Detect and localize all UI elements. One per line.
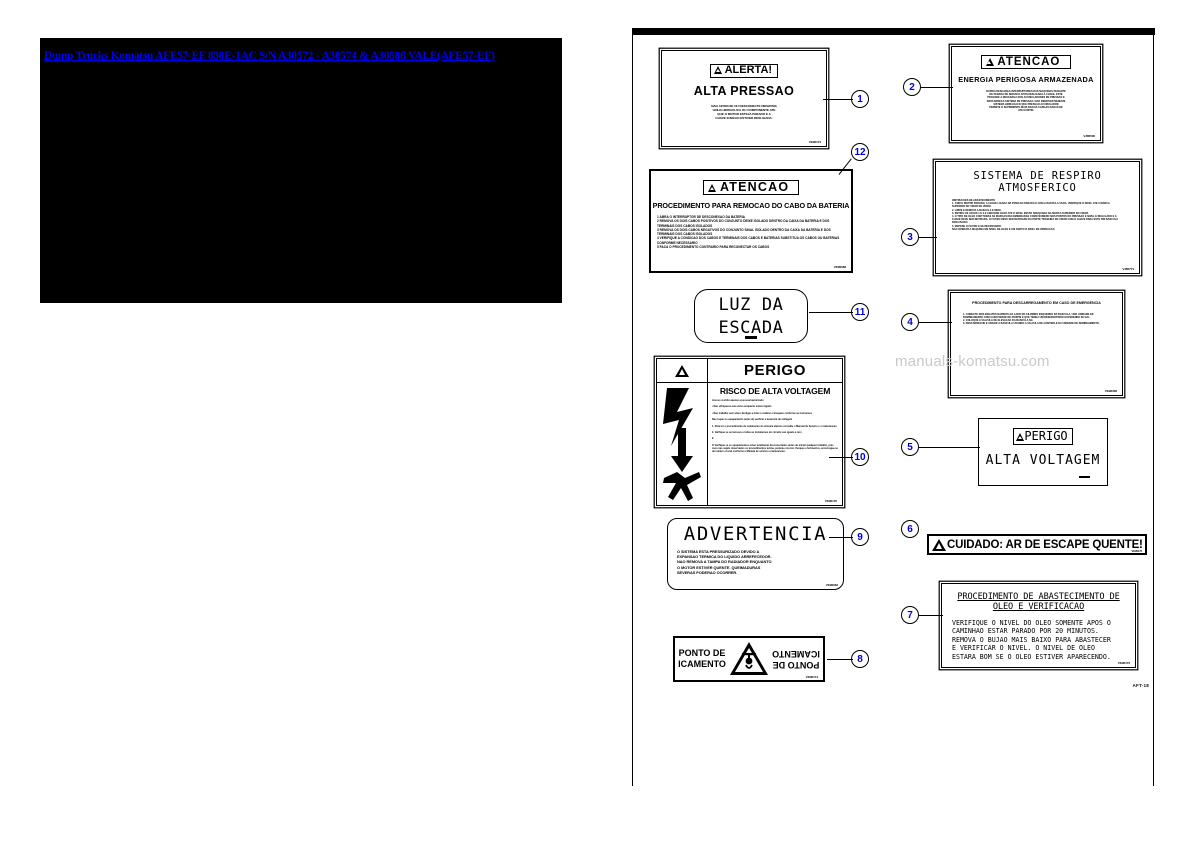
decal-3-body: INSTRUCOES DE ABASTECIMENTO 1. COM O MOT…: [952, 199, 1118, 231]
decal-1-alta-pressao[interactable]: ALERTA! ALTA PRESSAO NAO AFROUXE OU DESC…: [661, 50, 827, 147]
decal-10-subject: RISCO DE ALTA VOLTAGEM: [719, 386, 831, 396]
decal-3-sistema-respiro[interactable]: SISTEMA DE RESPIRO ATMOSFERICO INSTRUCOE…: [935, 161, 1140, 274]
decal-2-body: RAPIDA DESCARGA INTERRUPTORES DAS MAQUIN…: [986, 90, 1066, 113]
decal-1-header-box: ALERTA!: [709, 64, 779, 78]
decal-4-part-no: VK90366: [1104, 389, 1117, 393]
decal-8-ponto-icamento[interactable]: PONTO DE ICAMENTO PONTO DE ICAMENTO VK90…: [673, 636, 825, 682]
callout-balloon-5[interactable]: 5: [901, 438, 919, 456]
decal-4-subject: PROCEDIMENTO PARA DESCARREGAMENTO EM CAS…: [972, 301, 1101, 305]
page-top-rule: [633, 28, 1155, 35]
callout-balloon-3[interactable]: 3: [901, 228, 919, 246]
decal-7-abastecimento-oleo[interactable]: PROCEDIMENTO DE ABASTECIMENTO DE OLEO E …: [941, 583, 1136, 668]
leader-line-9: [829, 537, 853, 539]
decal-12-part-no: VK90068: [833, 265, 846, 269]
decal-2-energia-perigosa[interactable]: ATENCAO ENERGIA PERIGOSA ARMAZENADA RAPI…: [951, 46, 1101, 141]
decal-10-header-strip: PERIGO: [657, 359, 842, 383]
leader-line-7: [919, 615, 943, 617]
warning-triangle-icon: [1016, 433, 1025, 441]
decal-9-body: O SISTEMA ESTA PRESSURIZADO DEVIDO A EXP…: [677, 549, 772, 575]
decal-12-body: 1 ABRA O INTERRUPTOR DE DESCONEXAO DA BA…: [657, 215, 840, 250]
decal-2-subject: ENERGIA PERIGOSA ARMAZENADA: [958, 75, 1094, 84]
decal-4-body: 1. CONECTE DOS ENGATES RAPIDOS AO LADO D…: [963, 312, 1100, 326]
warning-triangle-icon: [707, 184, 716, 192]
callout-balloon-8[interactable]: 8: [851, 650, 869, 668]
decal-11-luz-da-escada[interactable]: LUZ DA ESCADA: [694, 289, 808, 343]
decal-7-subject: PROCEDIMENTO DE ABASTECIMENTO DE OLEO E …: [957, 592, 1120, 612]
decal-3-subject: SISTEMA DE RESPIRO ATMOSFERICO: [973, 170, 1102, 194]
decal-1-body: NAO AFROUXE OU DESCONECTE NENHUMA LINHA …: [711, 104, 777, 120]
callout-balloon-6[interactable]: 6: [901, 520, 919, 538]
warning-triangle-icon: [932, 538, 946, 551]
electrocution-pictogram: [657, 383, 708, 505]
document-preview-panel: Dump Trucks Komatsu AFE57-EF 830E-1AC S/…: [40, 38, 562, 303]
decal-6-part-no: VK90175: [1131, 550, 1142, 553]
warning-triangle-icon: [985, 58, 994, 66]
callout-balloon-2[interactable]: 2: [903, 78, 921, 96]
callout-balloon-1[interactable]: 1: [851, 90, 869, 108]
document-title-link[interactable]: Dump Trucks Komatsu AFE57-EF 830E-1AC S/…: [44, 50, 495, 62]
decal-11-part-mark: [745, 336, 757, 339]
decal-12-header-box: ATENCAO: [702, 180, 800, 196]
callout-balloon-10[interactable]: 10: [851, 448, 869, 466]
decal-4-descarregamento-emergencia[interactable]: PROCEDIMENTO PARA DESCARREGAMENTO EM CAS…: [950, 292, 1123, 396]
decal-12-subject: PROCEDIMENTO PARA REMOCAO DO CABO DA BAT…: [652, 201, 850, 210]
leader-line-1: [823, 99, 853, 101]
decal-8-subject: PONTO DE ICAMENTO: [678, 648, 726, 669]
decal-9-advertencia[interactable]: ADVERTENCIA O SISTEMA ESTA PRESSURIZADO …: [667, 518, 844, 590]
decal-10-body: Acesso restrito apenas a pessoal autoriz…: [712, 399, 838, 454]
leader-line-8: [827, 659, 853, 661]
parts-diagram-page: manuals-komatsu.com AFT-18 ALERTA! ALTA …: [632, 28, 1155, 786]
leader-line-11: [809, 312, 853, 314]
decal-10-header: PERIGO: [744, 362, 806, 379]
lifting-hook-triangle-icon: [730, 642, 768, 675]
callout-balloon-9[interactable]: 9: [851, 528, 869, 546]
decal-5-subject: ALTA VOLTAGEM: [985, 453, 1101, 468]
callout-balloon-11[interactable]: 11: [851, 303, 869, 321]
decal-12-remocao-cabo-bateria[interactable]: ATENCAO PROCEDIMENTO PARA REMOCAO DO CAB…: [649, 169, 853, 273]
callout-balloon-7[interactable]: 7: [901, 606, 919, 624]
leader-line-5: [919, 447, 980, 449]
decal-1-subject: ALTA PRESSAO: [693, 84, 795, 98]
decal-1-part-no: VK90174: [808, 140, 821, 144]
decal-11-subject: LUZ DA ESCADA: [718, 295, 784, 338]
decal-9-part-no: VK90062: [825, 583, 838, 587]
decal-5-header-box: PERIGO: [1013, 428, 1073, 445]
warning-triangle-icon: [713, 66, 722, 74]
leader-line-2: [921, 87, 953, 89]
decal-3-part-no: VJ85771: [1122, 267, 1134, 271]
leader-line-3: [919, 237, 937, 239]
decal-5-alta-voltagem[interactable]: PERIGO ALTA VOLTAGEM: [978, 418, 1108, 486]
callout-balloon-12[interactable]: 12: [851, 143, 869, 161]
decal-2-header-box: ATENCAO: [980, 55, 1072, 70]
decal-5-underscore-mark: [1079, 476, 1090, 478]
callout-balloon-4[interactable]: 4: [901, 313, 919, 331]
decal-7-part-no: VK90173: [1117, 661, 1130, 665]
decal-10-part-no: VK90170: [824, 499, 837, 503]
warning-triangle-icon: [675, 364, 689, 377]
decal-6-ar-escape-quente[interactable]: CUIDADO: AR DE ESCAPE QUENTE! VK90175: [927, 534, 1147, 555]
page-code: AFT-18: [1132, 683, 1149, 688]
decal-2-part-no: VJ85500: [1083, 134, 1095, 138]
decal-8-subject-mirrored: PONTO DE ICAMENTO: [772, 649, 820, 670]
leader-line-4: [919, 322, 952, 324]
leader-line-10: [829, 457, 853, 459]
decal-6-subject: CUIDADO: AR DE ESCAPE QUENTE!: [947, 538, 1143, 551]
decal-8-part-no: VK90171: [805, 675, 818, 679]
decal-10-risco-alta-voltagem[interactable]: PERIGO RISCO DE ALTA VOLTAGEM Acesso res…: [656, 358, 843, 506]
decal-7-body: VERIFIQUE O NIVEL DO OLEO SOMENTE APOS O…: [952, 619, 1111, 661]
decal-9-header: ADVERTENCIA: [683, 523, 828, 545]
